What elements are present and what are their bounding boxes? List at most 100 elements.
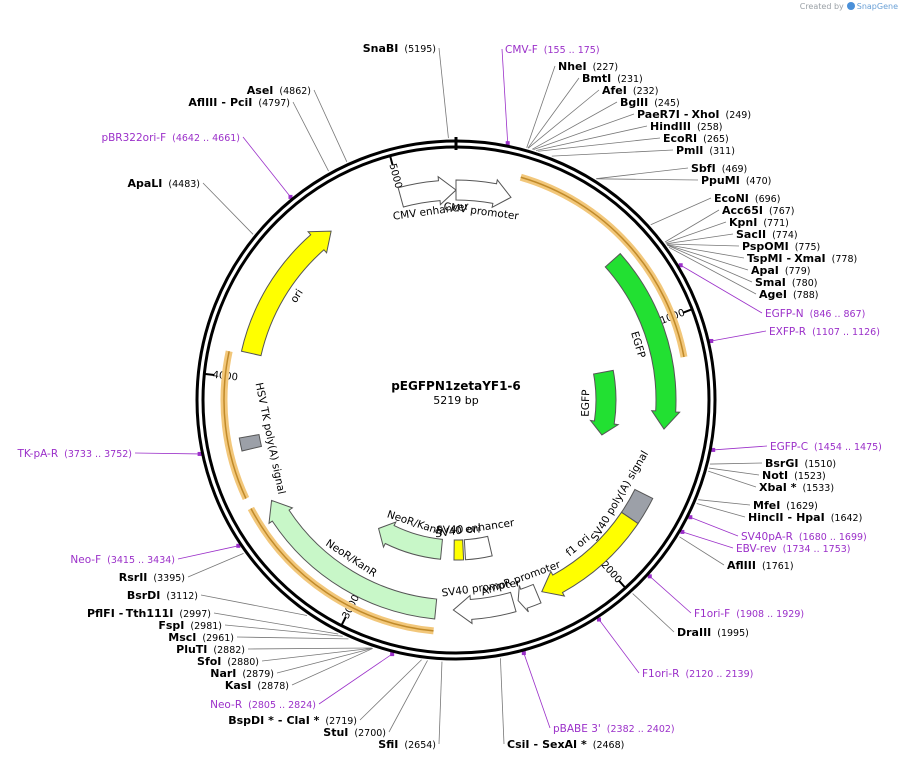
primer-tick [680,529,685,534]
site-position: (1629) [786,501,818,512]
site-name: CsiI [507,738,529,751]
site-leader [698,499,751,506]
feature-ori [240,230,332,357]
site-position: (775) [795,242,821,253]
site-name: SacII [736,228,766,241]
orf-arcs [220,173,688,635]
primer-leader [713,445,768,451]
site-name-alt: SexAI * [542,738,587,751]
site-leader [526,65,556,148]
tick-label: 5000 [386,162,403,189]
site-label: BspDI *-ClaI *(2719) [228,714,357,727]
primer-position: (1734 .. 1753) [783,544,851,555]
site-label: PspOMI (775) [742,240,820,253]
site-label: AfeI(232) [602,84,658,97]
primer-position: (1454 .. 1475) [814,442,882,453]
site-leader [200,594,308,616]
site-label: NarI(2879) [210,667,274,680]
site-leader [247,647,372,650]
site-separator: - [788,511,793,524]
primer-leader [711,330,767,342]
site-name: AflIII [727,559,756,572]
primer-name: CMV-F [505,44,538,56]
site-label: MfeI(1629) [753,499,818,512]
site-name: Acc65I [722,204,763,217]
site-label: NheI(227) [558,60,618,73]
site-name-alt: PciI [230,96,252,109]
primer-position: (1680 .. 1699) [799,532,867,543]
site-leader [388,660,428,733]
feature-cmv-promoter [455,178,512,209]
site-position: (1533) [802,483,834,494]
primer-label: SV40pA-R(1680 .. 1699) [741,531,867,543]
primer-position: (3733 .. 3752) [64,449,132,460]
site-leader [261,647,373,662]
orf-line-2 [223,351,247,499]
site-leader [551,149,674,157]
tick-mark [340,616,347,627]
site-label: SacII(774) [736,228,798,241]
site-leader [535,125,648,151]
site-leader [500,658,505,745]
plasmid-backbone [195,137,717,661]
site-label: FspI(2981) [158,619,222,632]
site-name: BsrGI [765,457,798,470]
site-position: (245) [654,98,680,109]
site-label: AflIII(1761) [727,559,794,572]
site-position: (232) [633,86,659,97]
feature-egfp-outer [604,252,681,430]
primer-name: F1ori-F [694,608,730,620]
primer-name: EXFP-R [769,326,806,338]
primer-leader [682,531,734,549]
primer-tick [688,515,693,520]
primer-label: F1ori-R(2120 .. 2139) [642,668,753,680]
site-position: (788) [793,290,819,301]
site-leader [359,659,422,721]
snapgene-logo-icon [846,2,855,10]
primer-tick [647,574,652,579]
site-name: XbaI * [759,481,797,494]
primer-label: EGFP-C(1454 .. 1475) [770,441,882,453]
site-label: PluTI(2882) [176,643,245,656]
primer-label: EXFP-R(1107 .. 1126) [769,326,880,338]
site-name: StuI [323,726,348,739]
site-position: (2879) [242,669,274,680]
site-label: PmlI(311) [676,144,735,157]
site-position: (2654) [404,740,436,751]
site-name: AflIII [188,96,217,109]
site-leader [664,209,720,243]
site-separator: - [684,108,688,121]
feature-ampr-promoter [517,583,542,613]
site-name: PflFI [87,607,115,620]
site-label: XbaI * (1533) [759,481,834,494]
site-label: PflFI-Tth111I(2997) [87,607,211,620]
primer-position: (3415 .. 3434) [107,555,175,566]
feature-label-egfp-inner: EGFP [580,389,593,416]
site-leader [531,101,618,150]
primer-name: Neo-F [70,554,101,566]
site-position: (4483) [168,179,200,190]
site-name: PspOMI [742,240,789,253]
site-label: SnaBI(5195) [363,42,436,55]
site-leader [667,244,749,271]
site-label: EcoRI(265) [663,132,729,145]
site-separator: - [221,96,226,109]
primer-position: (2382 .. 2402) [607,724,675,735]
site-name: BglII [620,96,648,109]
site-position: (779) [785,266,811,277]
site-leader [666,243,740,247]
orf-line-0 [520,176,685,358]
site-leader [527,89,600,149]
site-name: KpnI [729,216,757,229]
primer-name: Neo-R [210,699,242,711]
site-position: (2880) [227,657,259,668]
site-position: (249) [726,110,752,121]
primer-position: (155 .. 175) [544,45,600,56]
site-position: (1642) [831,513,863,524]
site-name-alt: ClaI * [286,714,319,727]
feature-label-sv40-ori: SV40 ori [436,524,480,537]
site-label: StuI(2700) [323,726,386,739]
site-leader [632,593,675,633]
site-position: (5195) [404,44,436,55]
